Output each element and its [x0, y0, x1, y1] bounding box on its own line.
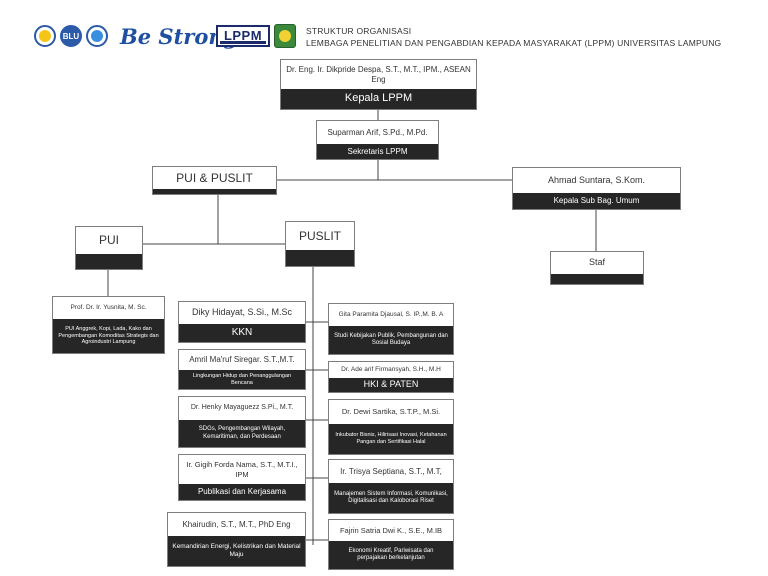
pui-head-role: PUI Anggrek, Kopi, Lada, Kako dan Pengem… [53, 319, 164, 353]
kepala-lppm-box[interactable]: Dr. Eng. Ir. Dikpride Despa, S.T., M.T.,… [280, 59, 477, 110]
kkn-role: KKN [179, 324, 305, 342]
lingkungan-role: Lingkungan Hidup dan Penanggulangan Benc… [179, 370, 305, 389]
puslit-role [286, 250, 354, 266]
inkubator-role: Inkubator Bisnis, Hilirisasi Inovasi, Ke… [329, 424, 453, 454]
sekretaris-lppm-role: Sekretaris LPPM [317, 144, 438, 159]
staf-name: Staf [588, 257, 605, 268]
manajemen-name: Ir. Trisya Septiana, S.T., M.T, [340, 466, 442, 476]
page-title: STRUKTUR ORGANISASI LEMBAGA PENELITIAN D… [306, 25, 721, 49]
kasubbag-umum-role: Kepala Sub Bag. Umum [513, 193, 680, 209]
manajemen-role: Manajemen Sistem Informasi, Komunikasi, … [329, 483, 453, 513]
sekretaris-lppm-name: Suparman Arif, S.Pd., M.Pd. [327, 127, 428, 137]
kkn-name: Diky Hidayat, S.Si., M.Sc [191, 307, 293, 318]
pui-box[interactable]: PUI [75, 226, 143, 270]
ekonomi-name: Fajrin Satria Dwi K., S.E., M.IB [339, 525, 443, 535]
inkubator-box[interactable]: Dr. Dewi Sartika, S.T.P., M.Si. Inkubato… [328, 399, 454, 455]
lppm-logo-text: LPPM [223, 28, 263, 43]
lingkungan-name: Amril Ma'ruf Siregar. S.T.,M.T. [189, 355, 295, 364]
staf-box[interactable]: Staf [550, 251, 644, 285]
pui-puslit-box[interactable]: PUI & PUSLIT [152, 166, 277, 195]
kemendikbud-logo-icon [34, 25, 56, 47]
pui-puslit-role [153, 189, 276, 194]
kepala-lppm-name: Dr. Eng. Ir. Dikpride Despa, S.T., M.T.,… [286, 64, 471, 84]
studi-role: Studi Kebijakan Publik, Pembangunan dan … [329, 326, 453, 354]
title-line-2: LEMBAGA PENELITIAN DAN PENGABDIAN KEPADA… [306, 38, 722, 48]
kkn-box[interactable]: Diky Hidayat, S.Si., M.Sc KKN [178, 301, 306, 343]
pui-head-box[interactable]: Prof. Dr. Ir. Yusnita, M. Sc. PUI Anggre… [52, 296, 165, 354]
kasubbag-umum-name: Ahmad Suntara, S.Kom. [547, 174, 646, 185]
publikasi-role: Publikasi dan Kerjasama [179, 484, 305, 500]
header: BLU Be Strong! LPPM STRUKTUR ORGANISASI … [0, 0, 768, 56]
tut-wuri-handayani-logo-icon [86, 25, 108, 47]
sdgs-role: SDGs, Pengembangan Wilayah, Kemaritiman,… [179, 420, 305, 447]
staf-role [551, 274, 643, 284]
lppm-logo-bar [220, 41, 266, 44]
pui-puslit-name: PUI & PUSLIT [176, 170, 253, 185]
title-line-1: STRUKTUR ORGANISASI [306, 26, 412, 36]
kemandirian-role: Kemandirian Energi, Kelistrikan dan Mate… [168, 536, 305, 566]
pui-head-name: Prof. Dr. Ir. Yusnita, M. Sc. [70, 303, 147, 311]
unila-logo-icon [274, 24, 296, 48]
lppm-logo: LPPM [216, 25, 270, 47]
pui-name: PUI [98, 233, 119, 247]
manajemen-box[interactable]: Ir. Trisya Septiana, S.T., M.T, Manajeme… [328, 459, 454, 514]
puslit-box[interactable]: PUSLIT [285, 221, 355, 267]
hki-box[interactable]: Dr. Ade arif Firmansyah, S.H., M.H HKI &… [328, 361, 454, 393]
kepala-lppm-role: Kepala LPPM [281, 89, 476, 109]
kemandirian-name: Khairudin, S.T., M.T., PhD Eng [182, 519, 291, 529]
ekonomi-role: Ekonomi Kreatif, Pariwisata dan perpajak… [329, 541, 453, 569]
studi-name: Gita Paramita Djausal, S. IP.,M. B. A [338, 310, 444, 318]
pui-role [76, 254, 142, 269]
hki-role: HKI & PATEN [329, 378, 453, 392]
lingkungan-box[interactable]: Amril Ma'ruf Siregar. S.T.,M.T. Lingkung… [178, 349, 306, 390]
studi-box[interactable]: Gita Paramita Djausal, S. IP.,M. B. A St… [328, 303, 454, 355]
publikasi-box[interactable]: Ir. Gigih Forda Nama, S.T., M.T.I., IPM … [178, 454, 306, 501]
sdgs-box[interactable]: Dr. Henky Mayaguezz S.Pi., M.T. SDGs, Pe… [178, 396, 306, 448]
ekonomi-box[interactable]: Fajrin Satria Dwi K., S.E., M.IB Ekonomi… [328, 519, 454, 570]
publikasi-name: Ir. Gigih Forda Nama, S.T., M.T.I., IPM [186, 460, 298, 479]
hki-name: Dr. Ade arif Firmansyah, S.H., M.H [341, 365, 441, 373]
kemandirian-box[interactable]: Khairudin, S.T., M.T., PhD Eng Kemandiri… [167, 512, 306, 567]
kasubbag-umum-box[interactable]: Ahmad Suntara, S.Kom. Kepala Sub Bag. Um… [512, 167, 681, 210]
puslit-name: PUSLIT [298, 228, 341, 243]
blu-logo-icon: BLU [60, 25, 82, 47]
inkubator-name: Dr. Dewi Sartika, S.T.P., M.Si. [341, 407, 441, 417]
sekretaris-lppm-box[interactable]: Suparman Arif, S.Pd., M.Pd. Sekretaris L… [316, 120, 439, 160]
sdgs-name: Dr. Henky Mayaguezz S.Pi., M.T. [190, 404, 294, 412]
